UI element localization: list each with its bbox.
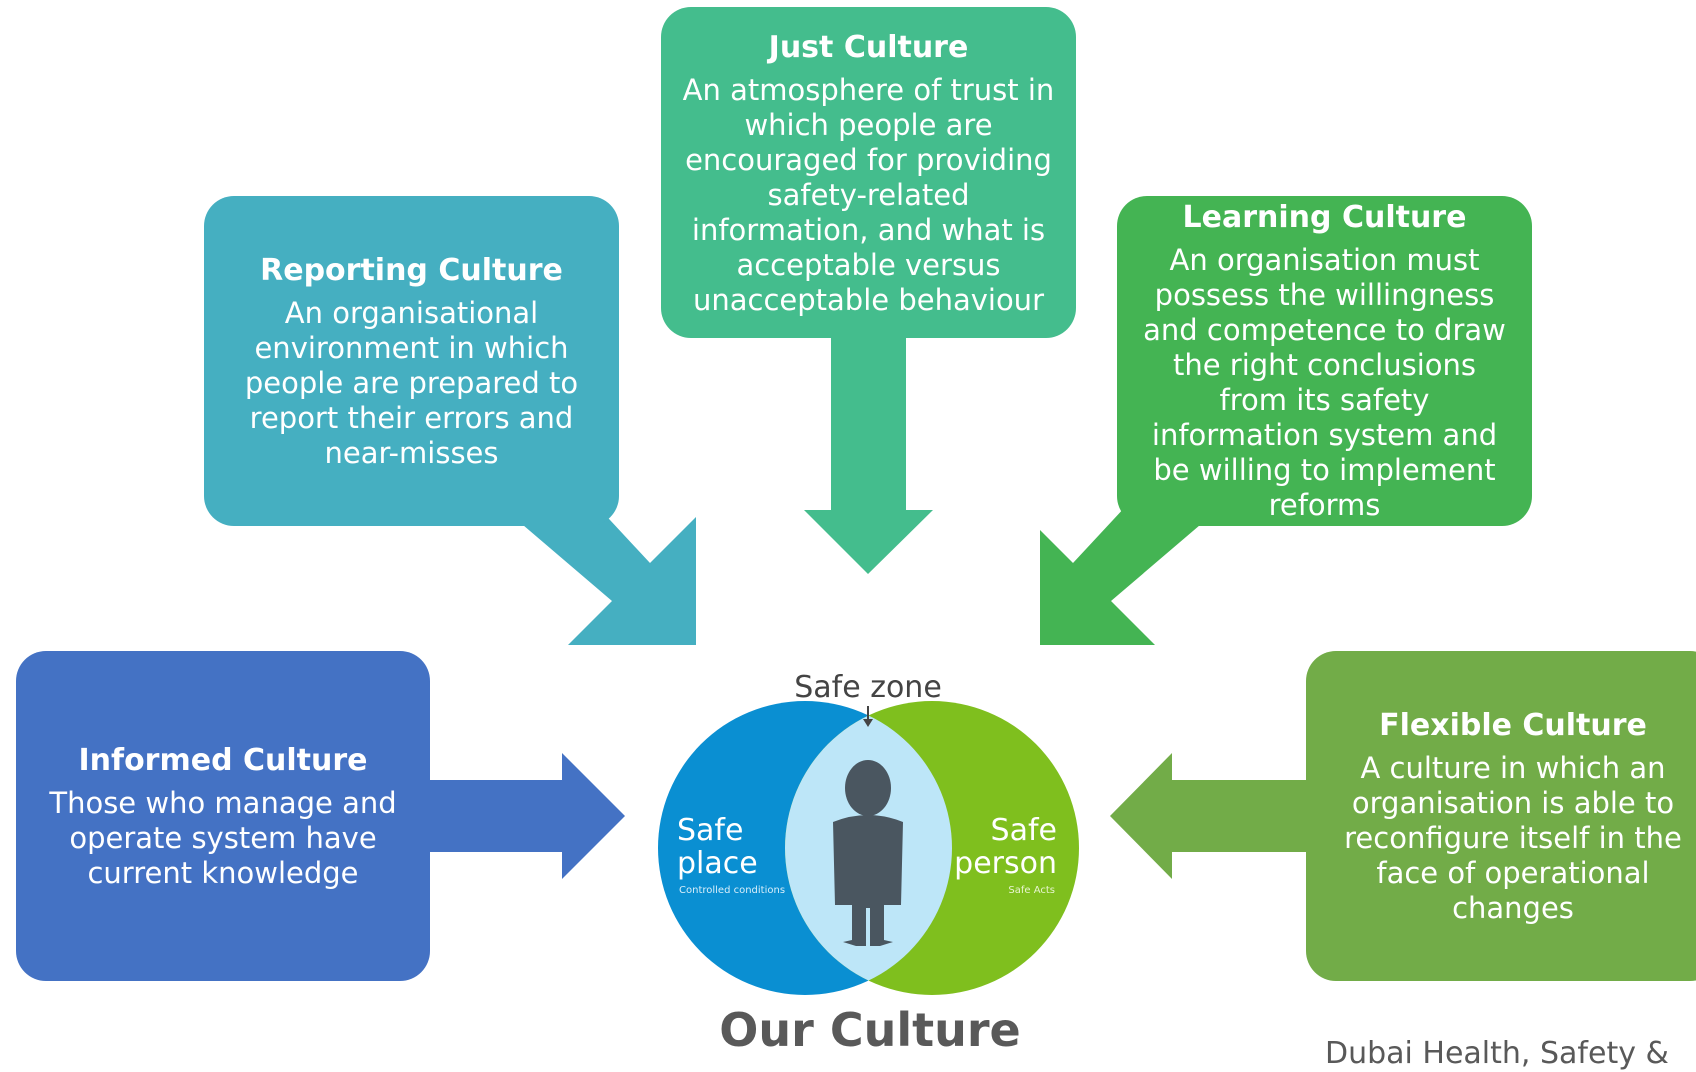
person-figure-icon [833,760,903,946]
informed-culture-title: Informed Culture [78,742,368,778]
just-culture-title: Just Culture [768,30,969,65]
safe-place-subtitle: Controlled conditions [679,885,785,896]
safe-place-title-1: Safe [677,813,743,848]
just-culture-description: An atmosphere of trust in which people a… [682,73,1055,317]
arrow-just-down [804,338,933,574]
learning-culture-description: An organisation must possess the willing… [1143,243,1506,522]
arrow-learning-diagonal [1040,506,1200,645]
flexible-culture-box: Flexible Culture A culture in which an o… [1306,651,1696,981]
just-culture-box: Just Culture An atmosphere of trust in w… [661,7,1076,338]
safe-person-title-1: Safe [991,813,1057,848]
informed-culture-description: Those who manage and operate system have… [49,785,397,890]
safe-person-title-2: person [954,846,1057,881]
arrow-flexible-left [1110,753,1306,879]
safe-zone-label: Safe zone [794,670,942,705]
reporting-culture-description: An organisational environment in which p… [244,295,579,470]
flexible-culture-description: A culture in which an organisation is ab… [1344,750,1682,925]
flexible-culture-title: Flexible Culture [1379,707,1647,743]
learning-culture-title: Learning Culture [1182,200,1467,235]
safe-place-title-2: place [677,846,758,881]
diagram-caption: Our Culture [719,1003,1021,1057]
reporting-culture-title: Reporting Culture [260,252,563,288]
arrow-reporting-diagonal [523,506,696,645]
arrow-informed-right [430,753,625,879]
safe-zone-pointer-head-icon [863,719,873,727]
reporting-culture-box: Reporting Culture An organisational envi… [204,196,619,526]
safe-person-subtitle: Safe Acts [1008,885,1055,896]
footer-note: Dubai Health, Safety & [1325,1036,1669,1071]
learning-culture-box: Learning Culture An organisation must po… [1117,196,1532,526]
informed-culture-box: Informed Culture Those who manage and op… [16,651,430,981]
